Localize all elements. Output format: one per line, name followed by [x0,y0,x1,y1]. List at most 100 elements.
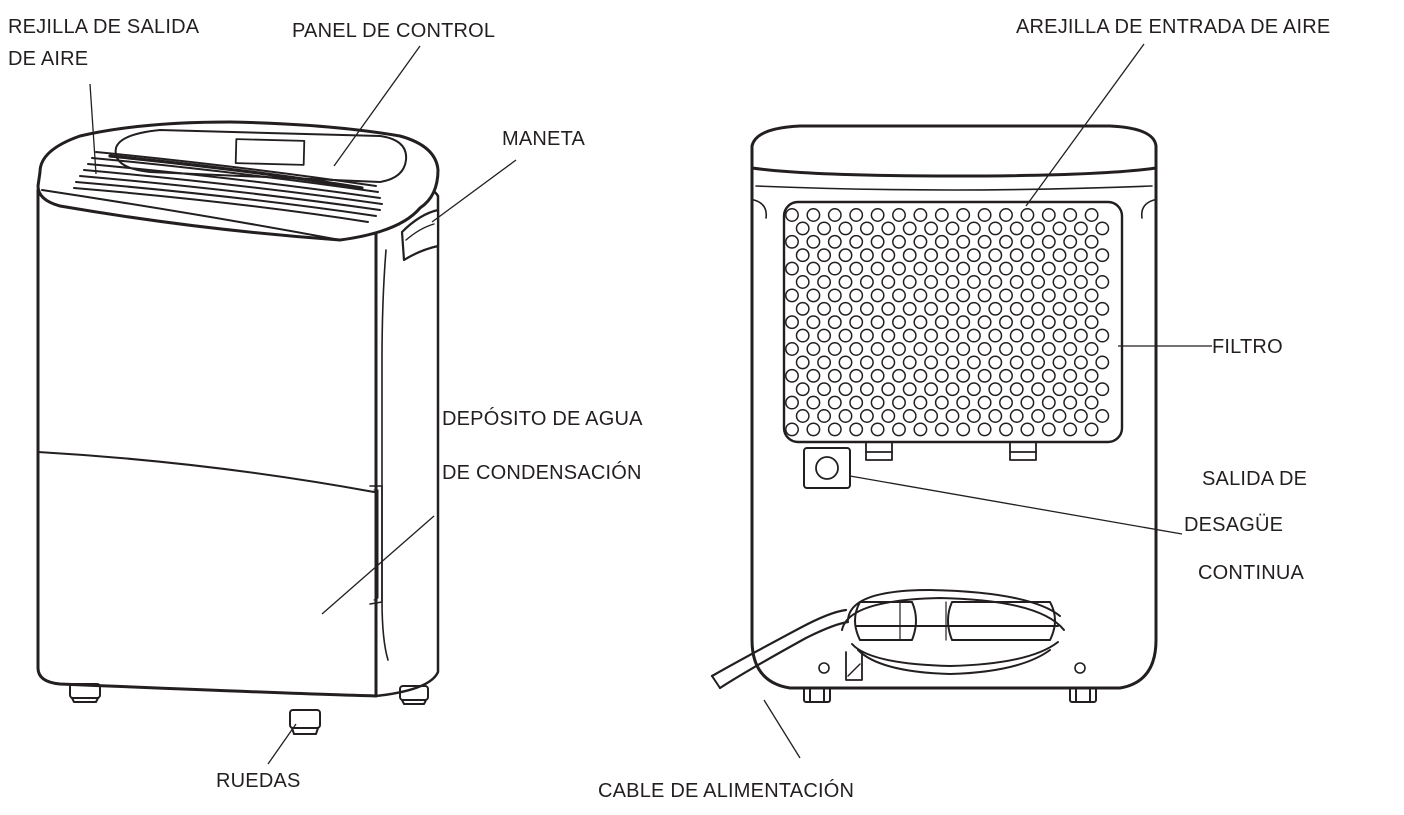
inlet-hole [1073,248,1088,263]
inlet-hole [999,288,1013,303]
inlet-hole [881,248,896,263]
inlet-hole [1084,368,1099,383]
inlet-hole [838,328,853,343]
inlet-hole [977,208,992,222]
inlet-hole [966,409,981,423]
inlet-hole [956,315,971,330]
inlet-hole [1052,409,1067,423]
inlet-hole [1073,221,1088,236]
inlet-hole [1052,301,1067,316]
inlet-hole [817,328,832,343]
inlet-hole [870,288,885,303]
inlet-hole [1095,382,1110,397]
power-cable [710,608,848,678]
inlet-hole [785,288,799,303]
inlet-hole [795,275,810,289]
inlet-hole [785,422,799,437]
inlet-hole [827,208,842,222]
inlet-hole [913,288,928,303]
inlet-hole [859,328,874,343]
inlet-hole [934,234,949,249]
inlet-hole [966,301,981,316]
inlet-hole [934,422,949,437]
inlet-hole [806,368,821,383]
inlet-hole [966,275,981,289]
leader-drain-outlet [849,475,1183,535]
inlet-hole [827,261,842,276]
inlet-hole [977,234,992,249]
inlet-hole [795,248,810,263]
inlet-hole [924,221,939,236]
inlet-hole [817,382,832,397]
inlet-hole [924,248,939,263]
inlet-hole [838,301,853,316]
inlet-hole [795,355,810,370]
inlet-hole [827,368,842,383]
inlet-hole [827,395,842,410]
leader-water-tank [321,515,435,615]
inlet-hole [902,221,917,236]
inlet-hole [1020,261,1035,276]
inlet-hole [977,395,992,410]
inlet-hole [1020,368,1035,383]
inlet-hole [977,288,992,303]
leader-wheels [267,723,297,765]
inlet-hole [1052,275,1067,289]
inlet-hole [1031,382,1046,397]
inlet-hole [1031,275,1046,289]
inlet-hole [1041,234,1056,249]
inlet-hole [999,208,1013,222]
inlet-hole [1041,422,1056,437]
front-body [36,188,378,698]
inlet-hole [1052,382,1067,397]
inlet-hole [1084,261,1099,276]
inlet-hole [1084,288,1099,303]
inlet-hole [892,288,906,303]
inlet-hole [849,288,864,303]
inlet-hole [1041,288,1056,303]
inlet-hole [1063,315,1078,330]
inlet-hole [956,342,971,356]
inlet-hole [1073,275,1088,289]
inlet-hole [806,208,821,222]
inlet-hole [913,368,928,383]
label-water-tank-line2: DE CONDENSACIÓN [442,462,642,484]
inlet-hole [1063,342,1078,356]
inlet-hole [945,301,960,316]
inlet-hole [999,368,1013,383]
inlet-hole [1041,208,1056,222]
air-inlet-holes [785,208,1110,437]
inlet-hole [1063,208,1078,222]
inlet-hole [1084,234,1099,249]
inlet-hole [1020,422,1035,437]
inlet-hole [902,248,917,263]
inlet-hole [988,409,1003,423]
inlet-hole [849,422,864,437]
inlet-hole [892,368,906,383]
inlet-hole [817,275,832,289]
inlet-hole [1020,315,1035,330]
inlet-hole [838,221,853,236]
inlet-hole [1073,355,1088,370]
inlet-hole [966,355,981,370]
inlet-hole [1073,328,1088,343]
inlet-hole [1084,342,1099,356]
inlet-hole [1052,221,1067,236]
inlet-hole [1009,248,1024,263]
inlet-hole [1031,248,1046,263]
inlet-hole [870,395,885,410]
inlet-hole [934,288,949,303]
handle-recess [400,208,440,262]
inlet-hole [1052,328,1067,343]
label-control-panel: PANEL DE CONTROL [292,20,496,42]
inlet-hole [913,261,928,276]
inlet-hole [1063,422,1078,437]
inlet-hole [849,395,864,410]
inlet-hole [977,261,992,276]
inlet-hole [870,315,885,330]
inlet-hole [945,248,960,263]
inlet-hole [806,234,821,249]
inlet-hole [913,342,928,356]
label-air-outlet-grille-line2: DE AIRE [8,48,89,70]
